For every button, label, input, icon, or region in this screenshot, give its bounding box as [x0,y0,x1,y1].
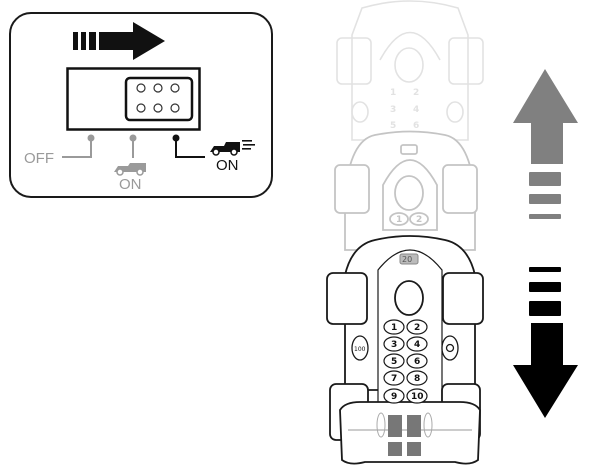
car-ghost-top: 1 2 3 4 5 6 [336,0,484,141]
key-7: 7 [391,374,397,384]
car-keypad: 1 2 3 4 5 6 7 8 9 10 [383,319,428,404]
svg-text:6: 6 [413,121,419,131]
position-on-normal: ON [114,134,146,193]
position-off: OFF [24,134,95,167]
remote-car: 20 100 [326,235,484,465]
svg-text:1: 1 [396,215,402,225]
up-arrow-icon [513,69,578,219]
key-4: 4 [414,340,420,350]
on-fast-label: ON [216,157,239,174]
right-arrow-icon [73,22,165,60]
svg-text:2: 2 [416,215,422,225]
svg-text:100: 100 [354,346,366,353]
key-5: 5 [391,357,397,367]
rotate-button [441,335,459,361]
switch-grip-dots [136,83,180,113]
key-2: 2 [414,323,420,333]
rotate-icon [445,343,455,353]
svg-text:5: 5 [390,121,396,131]
rear-stripes [388,415,421,456]
svg-text:2: 2 [413,88,419,98]
key-9: 9 [391,392,397,402]
slide-switch[interactable] [66,67,201,131]
hood-number: 20 [402,255,412,264]
fast-car-icon [210,140,255,156]
key-10: 10 [411,392,424,402]
key-1: 1 [391,323,397,333]
key-3: 3 [391,340,397,350]
svg-text:4: 4 [413,105,419,115]
svg-text:3: 3 [390,105,396,115]
off-label: OFF [24,150,54,167]
key-8: 8 [414,374,420,384]
svg-text:1: 1 [390,88,396,98]
side-button-100 [351,335,369,361]
down-arrow-icon [513,267,578,418]
on-normal-label: ON [119,176,142,193]
position-on-fast: ON [172,134,255,174]
car-icon [114,163,146,176]
key-6: 6 [414,357,420,367]
